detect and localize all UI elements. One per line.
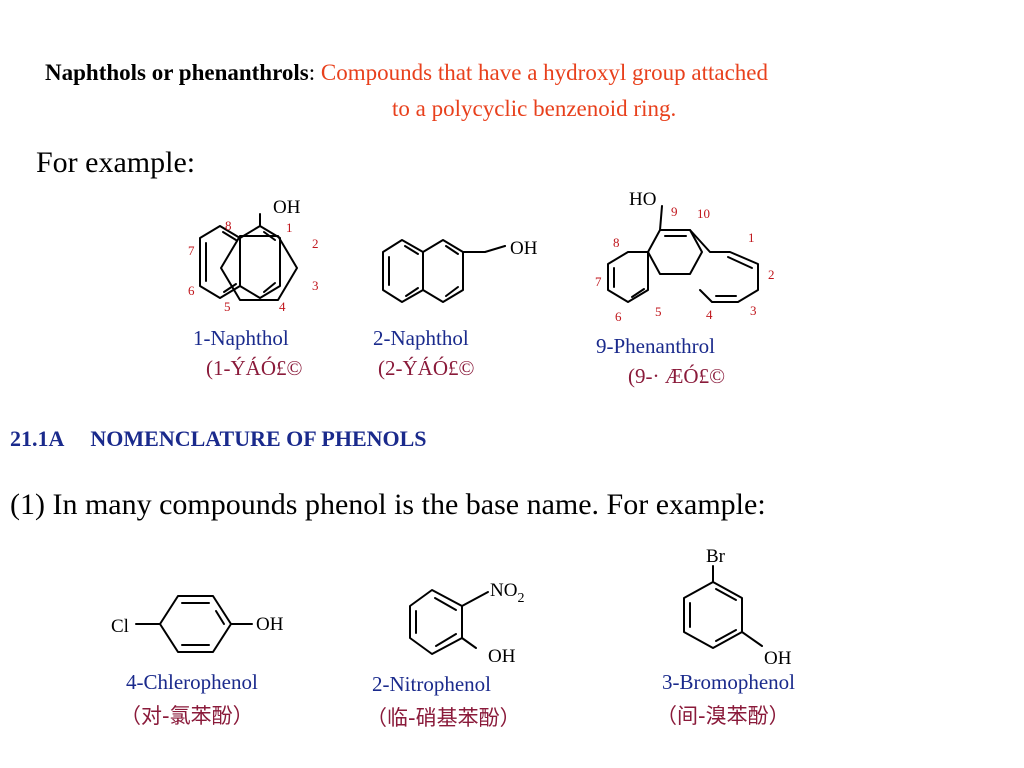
ring-num: 2 [312,236,319,251]
ring-num: 6 [615,309,622,324]
definition-body-line-1: Compounds that have a hydroxyl group att… [320,60,769,85]
ring-num: 10 [697,206,710,221]
caption-3-bromophenol-cn: （间-溴苯酚） [656,704,790,728]
definition-term: Naphthols or phenanthrols [45,60,309,85]
definition-line-1: Naphthols or phenanthrols: Compounds tha… [45,60,768,86]
br-label: Br [706,546,726,567]
ring-4-chlorophenol [135,595,253,653]
ho-label-9-phenanthrol: HO [629,189,656,210]
ring-num: 3 [750,303,757,318]
ring-3-bromophenol [683,565,763,649]
ring-num: 7 [188,243,195,258]
cl-label: Cl [111,616,129,637]
no2-main: NO [490,580,517,601]
caption-1-naphthol-sub: (1-ÝÁÓ£© [206,356,303,380]
ring-num: 5 [655,304,662,319]
oh-label-4-chlorophenol: OH [256,614,284,635]
no2-label: NO2 [490,580,524,606]
section-heading: 21.1A NOMENCLATURE OF PHENOLS [10,426,427,452]
oh-label-1-naphthol: OH [273,197,301,218]
ring-num: 1 [286,220,293,235]
ring-num: 7 [595,274,602,289]
caption-1-naphthol: 1-Naphthol [193,326,289,350]
rule-1-text: (1) In many compounds phenol is the base… [10,488,766,521]
caption-9-phenanthrol: 9-Phenanthrol [596,334,715,358]
ring-num: 9 [671,204,678,219]
section-title: NOMENCLATURE OF PHENOLS [90,426,427,451]
ring-num: 5 [224,299,231,314]
ring-num: 8 [613,235,620,250]
caption-4-chlorophenol-cn: （对-氯苯酚） [120,704,254,728]
phenanthrene-9-phenanthrol [607,205,759,303]
oh-label-2-naphthol: OH [510,238,538,259]
ring-2-nitrophenol [409,589,489,655]
oh-label-2-nitrophenol: OH [488,646,516,667]
caption-2-nitrophenol-cn: （临-硝基苯酚） [366,706,521,730]
caption-2-nitrophenol: 2-Nitrophenol [372,672,491,696]
caption-3-bromophenol: 3-Bromophenol [662,670,795,694]
ring-num: 4 [279,299,286,314]
ring-num: 8 [225,218,232,233]
naphthalene-1-naphthol [199,213,281,299]
definition-colon: : [308,60,316,85]
no2-subscript: 2 [517,591,524,606]
for-example-heading: For example: [36,146,196,179]
naphthalene-2-naphthol [382,239,506,303]
section-number: 21.1A [10,426,65,451]
ring-num: 3 [312,278,319,293]
definition-body-line-2: to a polycyclic benzenoid ring. [392,96,677,121]
caption-2-naphthol: 2-Naphthol [373,326,469,350]
ring-num: 1 [748,230,755,245]
caption-9-phenanthrol-sub: (9-· ÆÓ£© [628,364,726,388]
ring-num: 4 [706,307,713,322]
ring-num: 6 [188,283,195,298]
caption-2-naphthol-sub: (2-ÝÁÓ£© [378,356,475,380]
oh-label-3-bromophenol: OH [764,648,792,669]
ring-num: 2 [768,267,775,282]
caption-4-chlorophenol: 4-Chlerophenol [126,670,258,694]
